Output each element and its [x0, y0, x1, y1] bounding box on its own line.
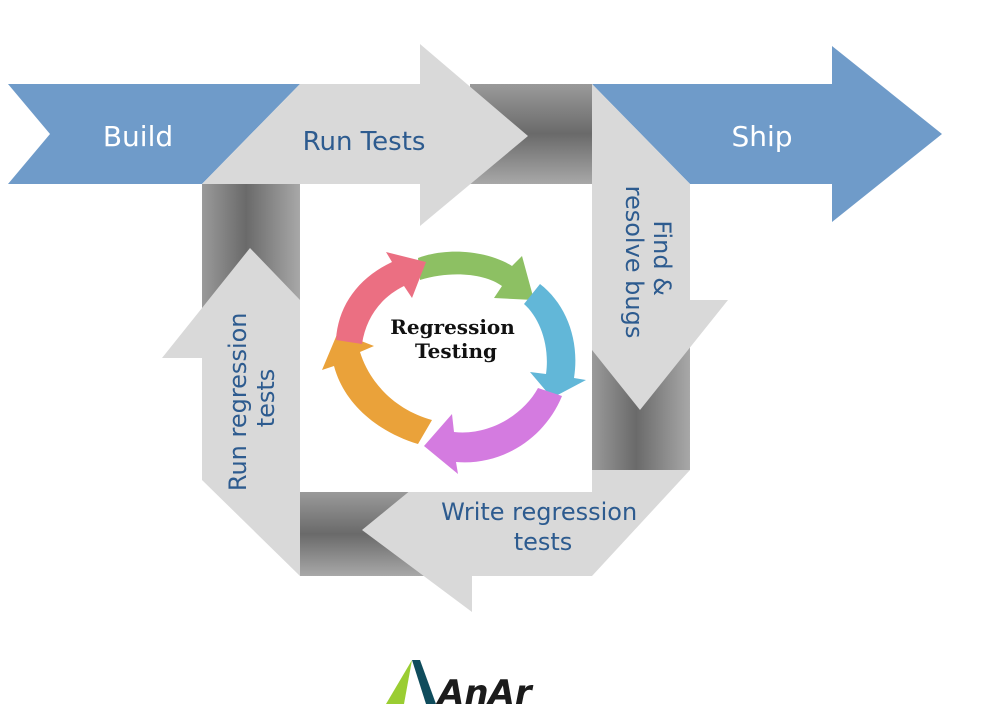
- cycle-arrows: [322, 251, 586, 474]
- write-regression-label: Write regression tests: [441, 498, 645, 556]
- logo-text: AnAr: [435, 673, 534, 713]
- run-regression-arrow: [162, 248, 300, 576]
- run-regression-line-1: Run regression: [224, 312, 252, 491]
- logo-mark-dark: [412, 660, 436, 704]
- cycle-arrow-red: [336, 252, 426, 344]
- find-resolve-label: Find & resolve bugs: [620, 186, 676, 339]
- write-regression-line-1: Write regression: [441, 498, 637, 526]
- write-regression-line-2: tests: [514, 528, 573, 556]
- run-regression-step: Run regression tests: [162, 248, 300, 576]
- center-panel: Regression Testing: [300, 226, 592, 492]
- cycle-arrow-orange: [322, 332, 432, 444]
- center-title-line-1: Regression: [390, 315, 515, 339]
- ship-step: Ship: [592, 46, 942, 222]
- find-resolve-step: Find & resolve bugs: [552, 84, 728, 410]
- run-regression-label: Run regression tests: [224, 305, 280, 491]
- logo-mark-green: [386, 660, 412, 704]
- find-resolve-line-2: resolve bugs: [620, 186, 648, 339]
- cycle-arrow-blue: [524, 284, 586, 398]
- ship-label: Ship: [731, 120, 792, 153]
- cycle-arrow-pink: [424, 388, 562, 474]
- anar-logo: AnAr: [386, 660, 534, 713]
- cycle-arrow-green: [418, 251, 534, 300]
- run-tests-step: Run Tests: [202, 44, 528, 226]
- build-step: Build: [8, 84, 300, 184]
- build-label: Build: [103, 120, 173, 153]
- center-title-line-2: Testing: [415, 339, 497, 363]
- run-tests-label: Run Tests: [303, 127, 426, 157]
- run-tests-arrow: [202, 44, 528, 226]
- find-resolve-arrow: [552, 84, 728, 410]
- run-regression-line-2: tests: [252, 369, 280, 428]
- center-title: Regression Testing: [390, 315, 522, 363]
- find-resolve-line-1: Find &: [648, 220, 676, 296]
- ship-arrow: [592, 46, 942, 222]
- build-arrow: [8, 84, 300, 184]
